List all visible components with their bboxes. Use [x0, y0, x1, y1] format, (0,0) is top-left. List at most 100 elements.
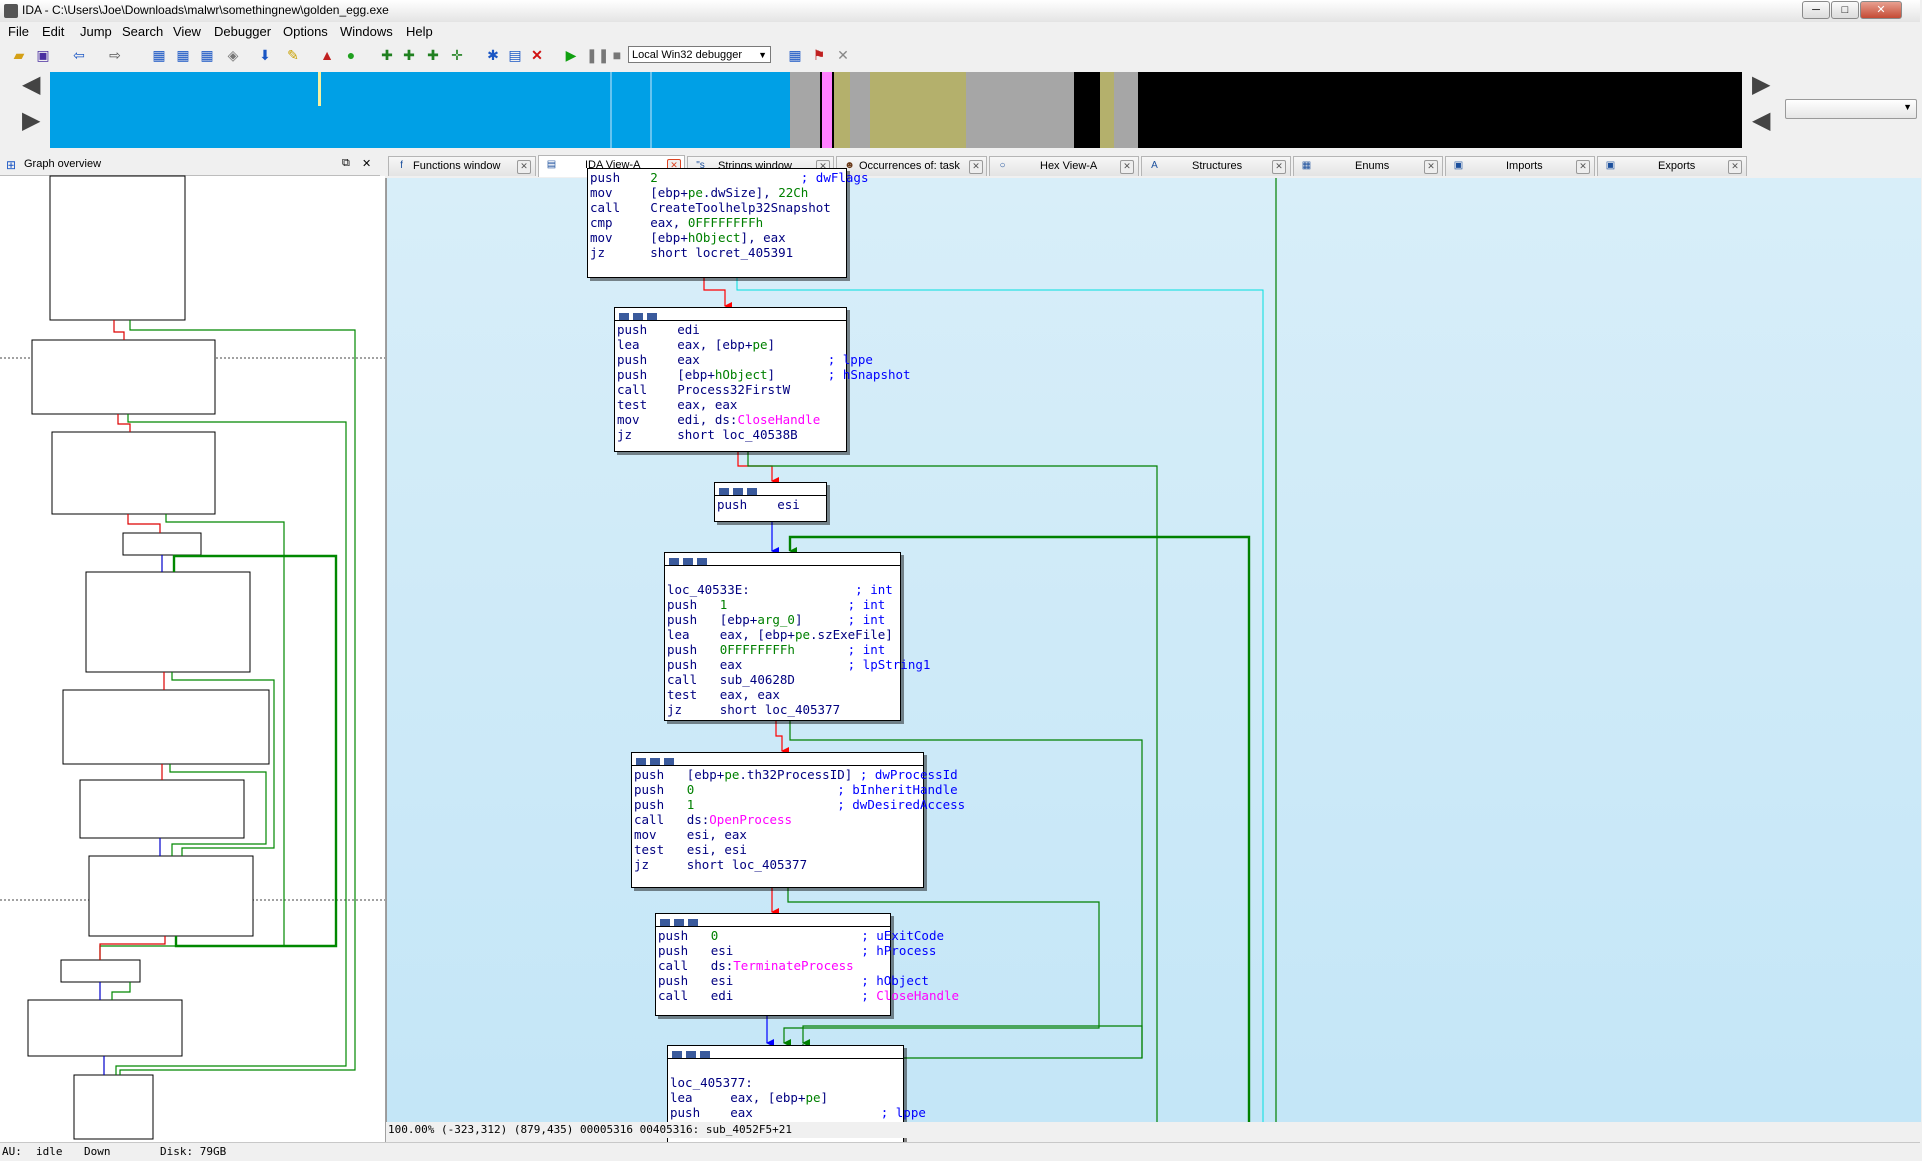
- tab-functions-window[interactable]: f Functions window ✕: [388, 156, 536, 176]
- menu-windows[interactable]: Windows: [340, 24, 393, 39]
- back-icon[interactable]: ⇦: [73, 47, 85, 63]
- breakpoint-icon[interactable]: ▲: [320, 47, 334, 63]
- tab-exports[interactable]: ▣ Exports ✕: [1597, 156, 1747, 176]
- instruction-line[interactable]: push 0 ; uExitCode: [658, 928, 944, 943]
- plus-icon[interactable]: ✛: [451, 47, 463, 63]
- instruction-line[interactable]: jz short locret_405391: [590, 245, 846, 260]
- menu-debugger[interactable]: Debugger: [214, 24, 272, 39]
- bug-icon[interactable]: ✱: [487, 47, 499, 63]
- debugger-select[interactable]: Local Win32 debugger ▼: [628, 46, 771, 63]
- minimize-button[interactable]: ─: [1802, 1, 1830, 19]
- instruction-line[interactable]: cmp eax, 0FFFFFFFFh: [590, 215, 846, 230]
- down-arrow-icon[interactable]: ⬇: [259, 47, 271, 63]
- menu-search[interactable]: Search: [122, 24, 164, 39]
- open-icon[interactable]: ▰: [13, 47, 25, 63]
- close-icon[interactable]: ✕: [517, 160, 531, 174]
- instruction-line[interactable]: mov edi, ds:CloseHandle: [617, 412, 846, 427]
- copy-icon[interactable]: ◈: [227, 47, 239, 63]
- instruction-line[interactable]: call CreateToolhelp32Snapshot: [590, 200, 846, 215]
- add-icon[interactable]: ✚: [381, 47, 393, 63]
- segment-select[interactable]: ▼: [1785, 99, 1917, 119]
- instruction-line[interactable]: push [ebp+arg_0] ; int: [667, 612, 900, 627]
- tab-imports[interactable]: ▣ Imports ✕: [1445, 156, 1595, 176]
- forward-icon[interactable]: ⇨: [109, 47, 121, 63]
- close-icon[interactable]: ✕: [1576, 160, 1590, 174]
- instruction-line[interactable]: call ds:OpenProcess: [634, 812, 923, 827]
- code-block-5[interactable]: push [ebp+pe.th32ProcessID] ; dwProcessI…: [631, 752, 965, 888]
- tab-enums[interactable]: ▦ Enums ✕: [1293, 156, 1443, 176]
- instruction-line[interactable]: jz short loc_405377: [667, 702, 900, 717]
- instruction-line[interactable]: call sub_40628D: [667, 672, 900, 687]
- tab-occurrences[interactable]: ☻ Occurrences of: task ✕: [836, 156, 987, 176]
- cross-ref-icon[interactable]: ▦: [152, 47, 166, 63]
- instruction-line[interactable]: test eax, eax: [617, 397, 846, 412]
- cross-icon[interactable]: ✕: [837, 47, 849, 63]
- instruction-line[interactable]: push 0FFFFFFFFh ; int: [667, 642, 900, 657]
- nav-left-arrow-icon-2[interactable]: ▶: [22, 107, 41, 134]
- instruction-line[interactable]: mov [ebp+pe.dwSize], 22Ch: [590, 185, 846, 200]
- instruction-line[interactable]: push [ebp+hObject] ; hSnapshot: [617, 367, 911, 382]
- instruction-line[interactable]: push eax ; lppe: [617, 352, 873, 367]
- instruction-line[interactable]: call Process32FirstW: [617, 382, 846, 397]
- chart-icon[interactable]: ▤: [508, 47, 522, 63]
- instruction-line[interactable]: mov esi, eax: [634, 827, 923, 842]
- navigation-strip[interactable]: [50, 72, 1742, 148]
- maximize-button[interactable]: □: [1831, 1, 1859, 19]
- close-icon[interactable]: ✕: [1728, 160, 1742, 174]
- graph-overview[interactable]: [0, 175, 386, 1144]
- instruction-line[interactable]: push 0 ; bInheritHandle: [634, 782, 958, 797]
- instruction-line[interactable]: mov [ebp+hObject], eax: [590, 230, 846, 245]
- float-icon[interactable]: ⧉: [342, 157, 350, 169]
- add-icon-2[interactable]: ✚: [403, 47, 415, 63]
- menu-edit[interactable]: Edit: [42, 24, 65, 39]
- close-icon[interactable]: ✕: [1120, 160, 1134, 174]
- instruction-line[interactable]: push [ebp+pe.th32ProcessID] ; dwProcessI…: [634, 767, 958, 782]
- instruction-line[interactable]: push 1 ; int: [667, 597, 900, 612]
- stop-icon[interactable]: ■: [612, 47, 622, 63]
- search-icon[interactable]: ▦: [176, 47, 190, 63]
- close-icon[interactable]: ✕: [969, 160, 983, 174]
- instruction-line[interactable]: test esi, esi: [634, 842, 923, 857]
- instruction-line[interactable]: jz short loc_40538B: [617, 427, 846, 442]
- instruction-line[interactable]: call edi ; CloseHandle: [658, 988, 959, 1003]
- process-icon[interactable]: ▦: [788, 47, 802, 63]
- instruction-line[interactable]: jz short loc_405377: [634, 857, 923, 872]
- nav-right-arrow-icon[interactable]: ▶: [1752, 71, 1771, 98]
- instruction-line[interactable]: lea eax, [ebp+pe.szExeFile]: [667, 627, 900, 642]
- flag-icon[interactable]: ⚑: [812, 47, 826, 63]
- instruction-line[interactable]: push esi ; hObject: [658, 973, 929, 988]
- instruction-line[interactable]: push esi ; hProcess: [658, 943, 936, 958]
- save-icon[interactable]: ▣: [36, 47, 50, 63]
- instruction-line[interactable]: push esi: [717, 497, 826, 512]
- code-block-3[interactable]: push esi: [714, 482, 827, 522]
- instruction-line[interactable]: push eax ; lppe: [670, 1105, 926, 1120]
- instruction-line[interactable]: lea eax, [ebp+pe]: [617, 337, 846, 352]
- close-icon[interactable]: ✕: [362, 158, 372, 170]
- instruction-line[interactable]: push eax ; lpString1: [667, 657, 930, 672]
- nav-left-arrow-icon[interactable]: ◀: [22, 71, 41, 98]
- menu-file[interactable]: File: [8, 24, 29, 39]
- tab-hex-view-a[interactable]: ○ Hex View-A ✕: [989, 156, 1139, 176]
- menu-options[interactable]: Options: [283, 24, 328, 39]
- close-icon[interactable]: ✕: [1424, 160, 1438, 174]
- instruction-line[interactable]: lea eax, [ebp+pe]: [670, 1090, 903, 1105]
- menu-help[interactable]: Help: [406, 24, 433, 39]
- nav-right-arrow-icon-2[interactable]: ◀: [1752, 107, 1771, 134]
- tab-structures[interactable]: A Structures ✕: [1141, 156, 1291, 176]
- menu-jump[interactable]: Jump: [80, 24, 112, 39]
- green-circle-icon[interactable]: ●: [346, 47, 356, 63]
- add-icon-3[interactable]: ✚: [427, 47, 439, 63]
- play-icon[interactable]: ▶: [565, 47, 577, 63]
- instruction-line[interactable]: push edi: [617, 322, 846, 337]
- instruction-line[interactable]: push 2 ; dwFlags: [590, 170, 868, 185]
- close-icon[interactable]: ✕: [1272, 160, 1286, 174]
- delete-icon[interactable]: ✕: [531, 47, 543, 63]
- instruction-line[interactable]: call ds:TerminateProcess: [658, 958, 890, 973]
- instruction-line[interactable]: push 1 ; dwDesiredAccess: [634, 797, 965, 812]
- edit-icon[interactable]: ✎: [287, 47, 299, 63]
